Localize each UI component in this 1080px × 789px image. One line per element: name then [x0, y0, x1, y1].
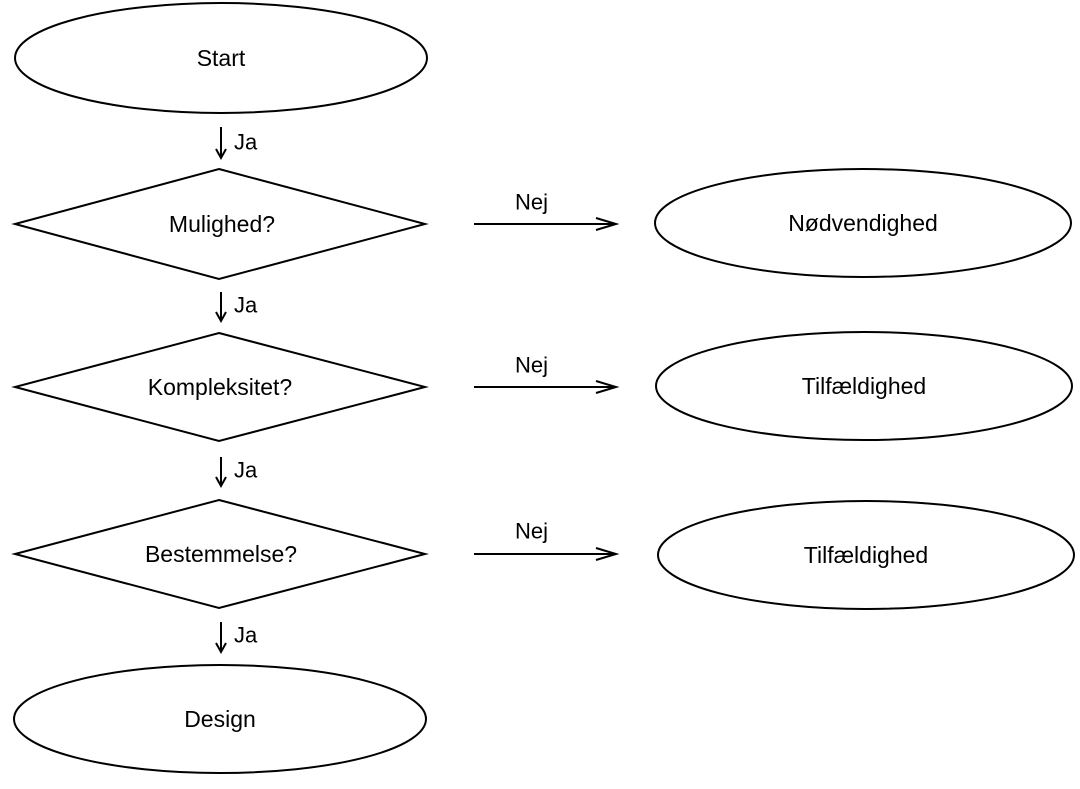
edge-mulighed-to-noedvendighed-label: Nej — [515, 190, 548, 215]
edge-start-to-mulighed-arrowhead — [215, 148, 227, 161]
node-bestemmelse-label: Bestemmelse? — [145, 541, 297, 567]
node-tilfaeldighed-1-label: Tilfældighed — [802, 373, 926, 399]
node-kompleksitet-label: Kompleksitet? — [148, 374, 292, 400]
edge-bestemmelse-to-tilfaeldighed: Nej — [474, 519, 620, 561]
node-kompleksitet-shape — [11, 331, 429, 443]
node-tilfaeldighed-1: Tilfældighed — [655, 331, 1073, 441]
edge-kompleksitet-to-bestemmelse-label: Ja — [234, 458, 258, 483]
edge-kompleksitet-to-tilfaeldighed-label: Nej — [515, 353, 548, 378]
edge-mulighed-to-kompleksitet-label: Ja — [234, 293, 258, 318]
edge-bestemmelse-to-tilfaeldighed-arrowhead — [595, 547, 620, 561]
edge-bestemmelse-to-design: Ja — [215, 622, 258, 655]
node-kompleksitet: Kompleksitet? — [11, 331, 429, 443]
node-start-shape — [14, 2, 428, 114]
node-bestemmelse: Bestemmelse? — [11, 498, 429, 610]
edge-mulighed-to-noedvendighed: Nej — [474, 190, 620, 231]
edge-mulighed-to-kompleksitet-arrowhead — [215, 311, 227, 324]
node-noedvendighed: Nødvendighed — [654, 168, 1072, 278]
edge-bestemmelse-to-design-arrowhead — [215, 642, 227, 655]
edge-bestemmelse-to-design-label: Ja — [234, 623, 258, 648]
node-design-label: Design — [184, 706, 256, 732]
edge-kompleksitet-to-tilfaeldighed-arrowhead — [595, 380, 620, 394]
edge-kompleksitet-to-bestemmelse: Ja — [215, 457, 258, 489]
edge-kompleksitet-to-tilfaeldighed: Nej — [474, 353, 620, 394]
node-mulighed-label: Mulighed? — [169, 211, 275, 237]
node-design-shape — [13, 664, 427, 774]
edge-start-to-mulighed: Ja — [215, 127, 258, 161]
node-bestemmelse-shape — [11, 498, 429, 610]
node-start-label: Start — [197, 45, 246, 71]
node-start: Start — [14, 2, 428, 114]
edge-mulighed-to-kompleksitet: Ja — [215, 292, 258, 324]
node-design: Design — [13, 664, 427, 774]
node-tilfaeldighed-2-shape — [657, 500, 1075, 610]
node-mulighed-shape — [11, 167, 429, 281]
edge-bestemmelse-to-tilfaeldighed-label: Nej — [515, 519, 548, 544]
node-tilfaeldighed-2: Tilfældighed — [657, 500, 1075, 610]
node-tilfaeldighed-2-label: Tilfældighed — [804, 542, 928, 568]
node-mulighed: Mulighed? — [11, 167, 429, 281]
edge-kompleksitet-to-bestemmelse-arrowhead — [215, 476, 227, 489]
node-noedvendighed-shape — [654, 168, 1072, 278]
node-tilfaeldighed-1-shape — [655, 331, 1073, 441]
node-noedvendighed-label: Nødvendighed — [788, 210, 938, 236]
edge-mulighed-to-noedvendighed-arrowhead — [595, 217, 620, 231]
edge-start-to-mulighed-label: Ja — [234, 130, 258, 155]
